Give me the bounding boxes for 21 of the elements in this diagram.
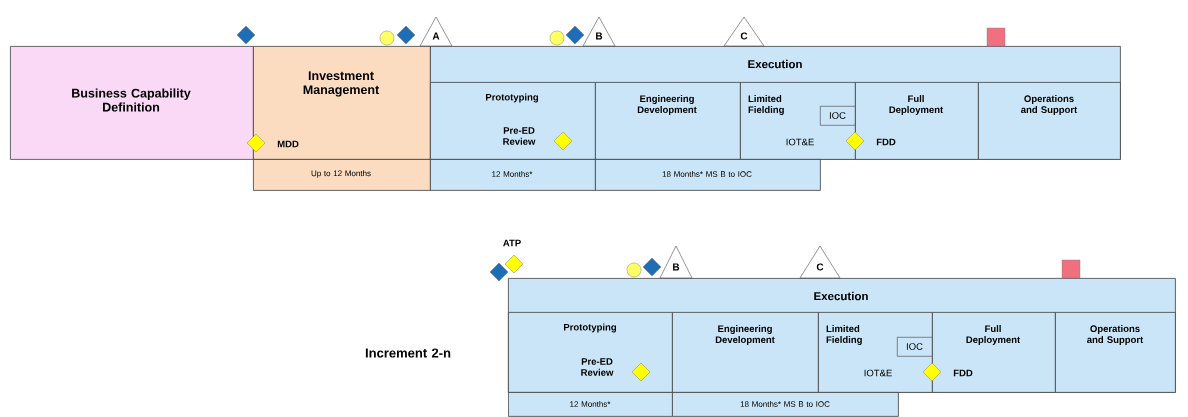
milestone-label: FDD — [876, 138, 896, 146]
milestone-tag: IOC — [820, 106, 856, 126]
duration-cell: 18 Months* MS B to IOC — [595, 159, 821, 191]
duration-cell: Up to 12 Months — [253, 159, 431, 191]
duration-cell: 12 Months* — [508, 392, 673, 417]
milestone-label: MDD — [277, 140, 299, 148]
milestone-triangle: B — [582, 16, 616, 47]
phase-box: Engineering Development — [595, 82, 741, 160]
duration-cell: 18 Months* MS B to IOC — [672, 392, 899, 417]
milestone-triangle: C — [723, 16, 765, 47]
milestone-triangle: C — [799, 245, 841, 279]
phase-box: Business Capability Definition — [10, 46, 254, 160]
phase-box: Operations and Support — [978, 82, 1121, 160]
milestone-triangle: A — [419, 16, 453, 47]
duration-cell: 12 Months* — [430, 159, 596, 191]
milestone-triangle: B — [659, 245, 693, 279]
milestone-label: ATP — [503, 239, 521, 247]
milestone-tag: IOC — [897, 337, 933, 357]
milestone-label: FDD — [953, 369, 973, 377]
increment-label: Increment 2-n — [365, 348, 451, 358]
phase-box: Operations and Support — [1055, 312, 1176, 393]
